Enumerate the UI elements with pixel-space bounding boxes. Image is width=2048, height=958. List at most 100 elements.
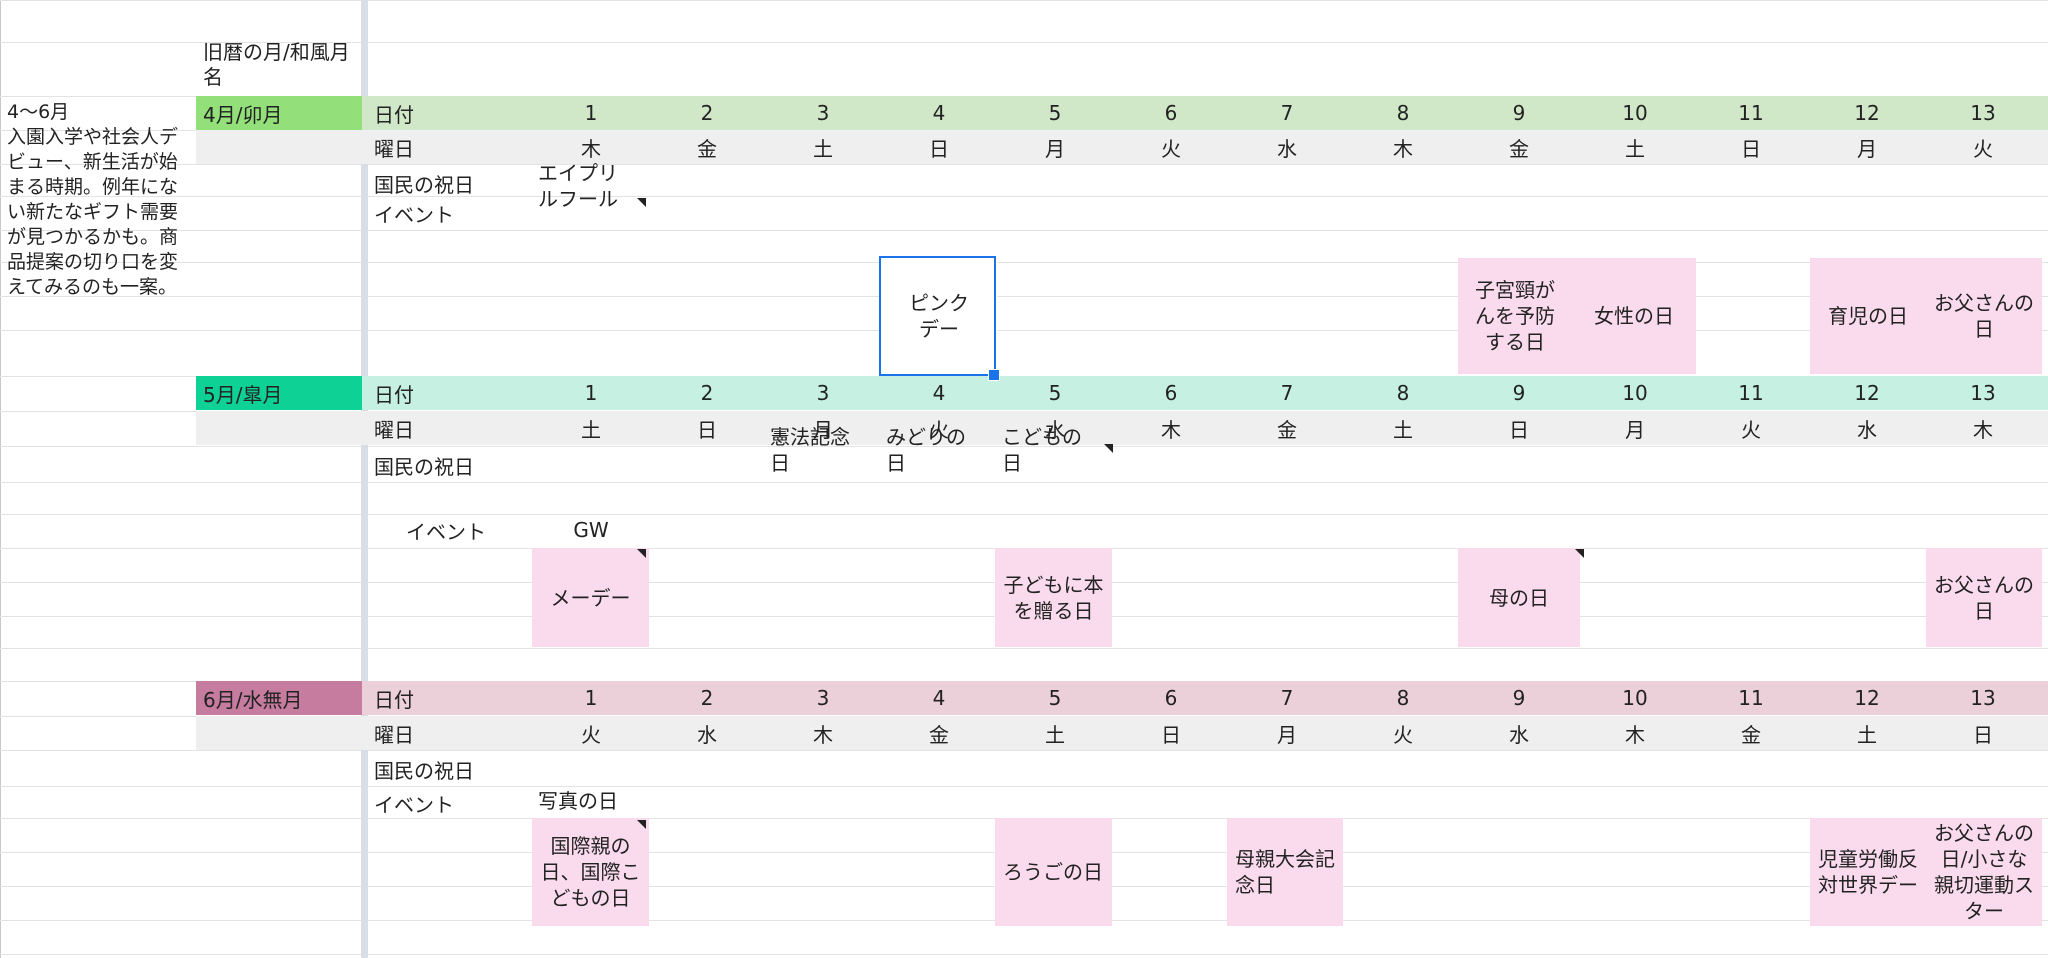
event-card[interactable]: 母の日	[1458, 548, 1580, 647]
weekday-cell[interactable]: 土	[1625, 136, 1645, 161]
date-cell[interactable]: 11	[1738, 381, 1764, 405]
weekday-cell[interactable]: 土	[1857, 722, 1877, 747]
weekday-cell[interactable]: 火	[929, 417, 949, 442]
event-card[interactable]: お父さんの日	[1926, 258, 2042, 374]
date-cell[interactable]: 10	[1622, 686, 1648, 710]
weekday-cell[interactable]: 火	[1741, 417, 1761, 442]
weekday-cell[interactable]: 金	[929, 722, 949, 747]
weekday-cell[interactable]: 金	[1509, 136, 1529, 161]
date-cell[interactable]: 3	[816, 101, 830, 125]
date-cell[interactable]: 1	[584, 101, 598, 125]
weekday-cell[interactable]: 水	[1509, 722, 1529, 747]
event-card[interactable]: 女性の日	[1572, 258, 1696, 374]
month-label[interactable]: 6月/水無月	[196, 681, 362, 715]
weekday-cell[interactable]: 木	[813, 722, 833, 747]
date-cell[interactable]: 12	[1854, 381, 1880, 405]
weekday-cell[interactable]: 金	[697, 136, 717, 161]
weekday-cell[interactable]: 火	[581, 722, 601, 747]
weekday-cell[interactable]: 金	[1741, 722, 1761, 747]
weekday-cell[interactable]: 水	[1277, 136, 1297, 161]
event-card[interactable]: お父さんの日/小さな親切運動スター	[1926, 818, 2042, 926]
date-cell[interactable]: 13	[1970, 381, 1996, 405]
date-cell[interactable]: 6	[1164, 686, 1178, 710]
weekday-cell[interactable]: 月	[1277, 722, 1297, 747]
date-cell[interactable]: 7	[1280, 686, 1294, 710]
date-cell[interactable]: 11	[1738, 686, 1764, 710]
event-card[interactable]: ピンクデー	[881, 258, 997, 374]
date-cell[interactable]: 4	[932, 101, 946, 125]
weekday-cell[interactable]: 水	[697, 722, 717, 747]
event-card[interactable]: 児童労働反対世界デー	[1810, 818, 1926, 926]
date-cell[interactable]: 1	[584, 686, 598, 710]
date-cell[interactable]: 8	[1396, 686, 1410, 710]
date-cell[interactable]: 13	[1970, 101, 1996, 125]
weekday-cell[interactable]: 日	[1741, 136, 1761, 161]
holiday-name[interactable]: みどりの日	[886, 425, 966, 475]
holiday-name[interactable]: 憲法記念日	[770, 425, 850, 475]
event-card[interactable]: お父さんの日	[1926, 548, 2042, 647]
date-cell[interactable]: 3	[816, 686, 830, 710]
event-card[interactable]: ろうごの日	[995, 818, 1112, 926]
weekday-cell[interactable]: 火	[1161, 136, 1181, 161]
event-name[interactable]: GW	[573, 518, 609, 542]
date-cell[interactable]: 6	[1164, 381, 1178, 405]
weekday-cell[interactable]: 月	[1857, 136, 1877, 161]
weekday-cell[interactable]: 木	[581, 136, 601, 161]
weekday-cell[interactable]: 日	[697, 417, 717, 442]
date-cell[interactable]: 6	[1164, 101, 1178, 125]
date-cell[interactable]: 11	[1738, 101, 1764, 125]
date-cell[interactable]: 12	[1854, 101, 1880, 125]
weekday-cell[interactable]: 木	[1625, 722, 1645, 747]
weekday-cell[interactable]: 日	[1973, 722, 1993, 747]
weekday-cell[interactable]: 火	[1973, 136, 1993, 161]
date-cell[interactable]: 13	[1970, 686, 1996, 710]
date-cell[interactable]: 8	[1396, 101, 1410, 125]
weekday-cell[interactable]: 木	[1393, 136, 1413, 161]
event-card[interactable]: 国際親の日、国際こどもの日	[532, 818, 649, 926]
date-cell[interactable]: 10	[1622, 381, 1648, 405]
date-cell[interactable]: 1	[584, 381, 598, 405]
event-card[interactable]: 子宮頸がんを予防する日	[1458, 258, 1572, 374]
weekday-cell[interactable]: 土	[1393, 417, 1413, 442]
weekday-cell[interactable]: 月	[1045, 136, 1065, 161]
month-label[interactable]: 5月/皐月	[196, 376, 362, 410]
date-cell[interactable]: 5	[1048, 101, 1062, 125]
date-cell[interactable]: 12	[1854, 686, 1880, 710]
holiday-name[interactable]: こどもの日	[1002, 425, 1082, 475]
weekday-cell[interactable]: 日	[1509, 417, 1529, 442]
weekday-cell[interactable]: 火	[1393, 722, 1413, 747]
weekday-cell[interactable]: 日	[929, 136, 949, 161]
weekday-cell[interactable]: 土	[581, 417, 601, 442]
season-note[interactable]: 4〜6月 入園入学や社会人デビュー、新生活が始まる時期。例年にない新たなギフト需…	[7, 101, 179, 298]
weekday-cell[interactable]: 月	[813, 417, 833, 442]
date-cell[interactable]: 7	[1280, 101, 1294, 125]
date-cell[interactable]: 7	[1280, 381, 1294, 405]
event-name[interactable]: エイプリルフール	[538, 161, 618, 211]
date-cell[interactable]: 8	[1396, 381, 1410, 405]
date-cell[interactable]: 5	[1048, 381, 1062, 405]
weekday-cell[interactable]: 木	[1161, 417, 1181, 442]
date-cell[interactable]: 10	[1622, 101, 1648, 125]
event-name[interactable]: 写真の日	[538, 789, 618, 813]
date-cell[interactable]: 9	[1512, 381, 1526, 405]
weekday-cell[interactable]: 土	[1045, 722, 1065, 747]
date-cell[interactable]: 4	[932, 686, 946, 710]
date-cell[interactable]: 5	[1048, 686, 1062, 710]
date-cell[interactable]: 9	[1512, 101, 1526, 125]
weekday-cell[interactable]: 木	[1973, 417, 1993, 442]
weekday-cell[interactable]: 日	[1161, 722, 1181, 747]
date-cell[interactable]: 2	[700, 686, 714, 710]
weekday-cell[interactable]: 水	[1045, 417, 1065, 442]
date-cell[interactable]: 9	[1512, 686, 1526, 710]
weekday-cell[interactable]: 月	[1625, 417, 1645, 442]
weekday-cell[interactable]: 土	[813, 136, 833, 161]
weekday-cell[interactable]: 水	[1857, 417, 1877, 442]
fill-handle[interactable]	[988, 369, 1000, 381]
date-cell[interactable]: 2	[700, 101, 714, 125]
month-label[interactable]: 4月/卯月	[196, 96, 362, 130]
weekday-cell[interactable]: 金	[1277, 417, 1297, 442]
frozen-column-divider[interactable]	[361, 0, 368, 958]
event-card[interactable]: 育児の日	[1810, 258, 1926, 374]
event-card[interactable]: メーデー	[532, 548, 649, 647]
date-cell[interactable]: 4	[932, 381, 946, 405]
